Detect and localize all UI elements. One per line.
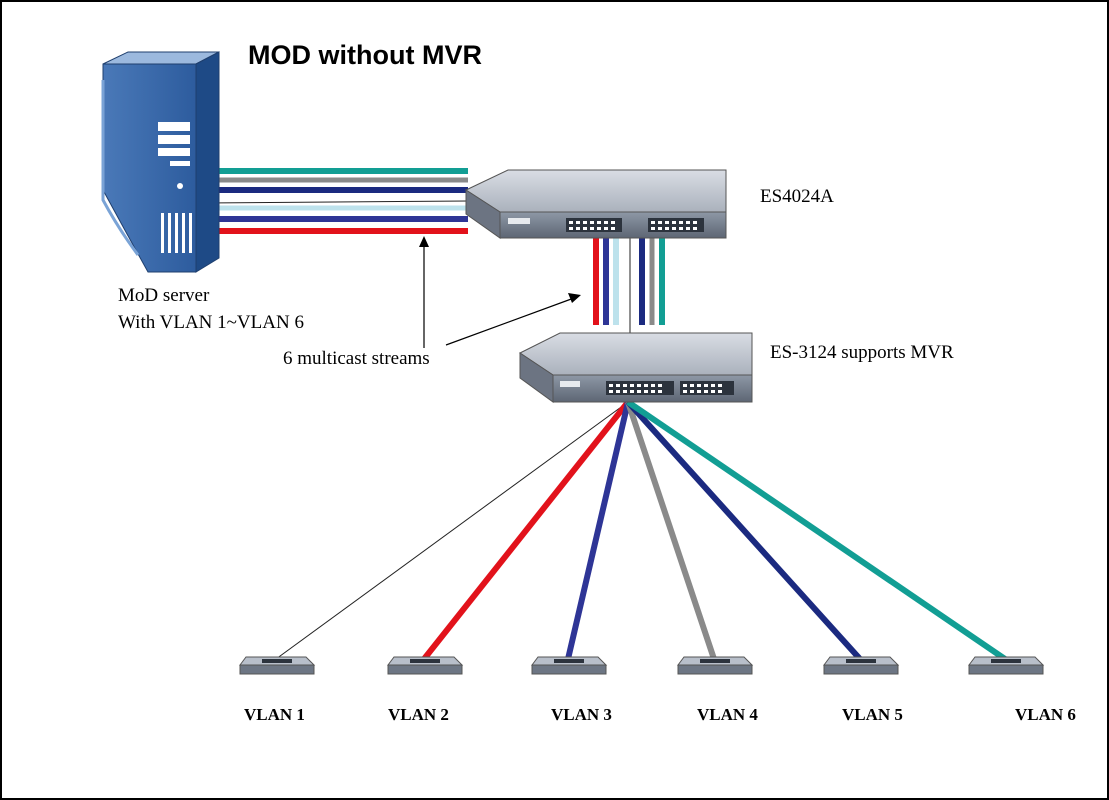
client-link-6 [626,399,1007,662]
switch-es4024a-label: ES4024A [760,186,834,207]
server-streams [204,168,469,234]
client-labels: VLAN 1 VLAN 2 VLAN 3 VLAN 4 VLAN 5 VLAN 6 [244,705,1076,724]
vlan-label-4: VLAN 4 [697,705,758,724]
client-link-4 [625,401,717,660]
vlan-label-6: VLAN 6 [1015,705,1076,724]
server-vlan-label: With VLAN 1~VLAN 6 [118,312,304,333]
stream-line-thin [204,200,469,204]
vlan-label-2: VLAN 2 [388,705,449,724]
client-device-icon [531,656,608,675]
client-devices [239,656,1045,675]
client-links [275,399,1007,662]
client-link-2 [421,400,631,661]
client-device-icon [677,656,754,675]
vlan-label-1: VLAN 1 [244,705,305,724]
arrow-to-uplink-streams [445,297,575,346]
streams-label: 6 multicast streams [283,348,430,369]
client-link-3 [565,401,631,660]
client-device-icon [387,656,464,675]
vlan-label-5: VLAN 5 [842,705,903,724]
switch-es3124-icon [519,332,753,403]
client-link-5 [625,399,863,662]
server-name-label: MoD server [118,285,210,306]
vlan-label-3: VLAN 3 [551,705,612,724]
arrowhead-right-icon [568,293,581,303]
client-device-icon [239,656,316,675]
switch-es3124-label: ES-3124 supports MVR [770,342,954,363]
client-device-icon [823,656,900,675]
client-device-icon [968,656,1045,675]
diagram-title: MOD without MVR [248,40,482,70]
switch-es4024a-icon [464,169,727,239]
uplink-streams [593,238,665,335]
client-link-1 [275,401,629,660]
server-tower-icon [101,51,220,273]
annotation-arrows [419,236,581,348]
arrowhead-up-icon [419,236,429,247]
